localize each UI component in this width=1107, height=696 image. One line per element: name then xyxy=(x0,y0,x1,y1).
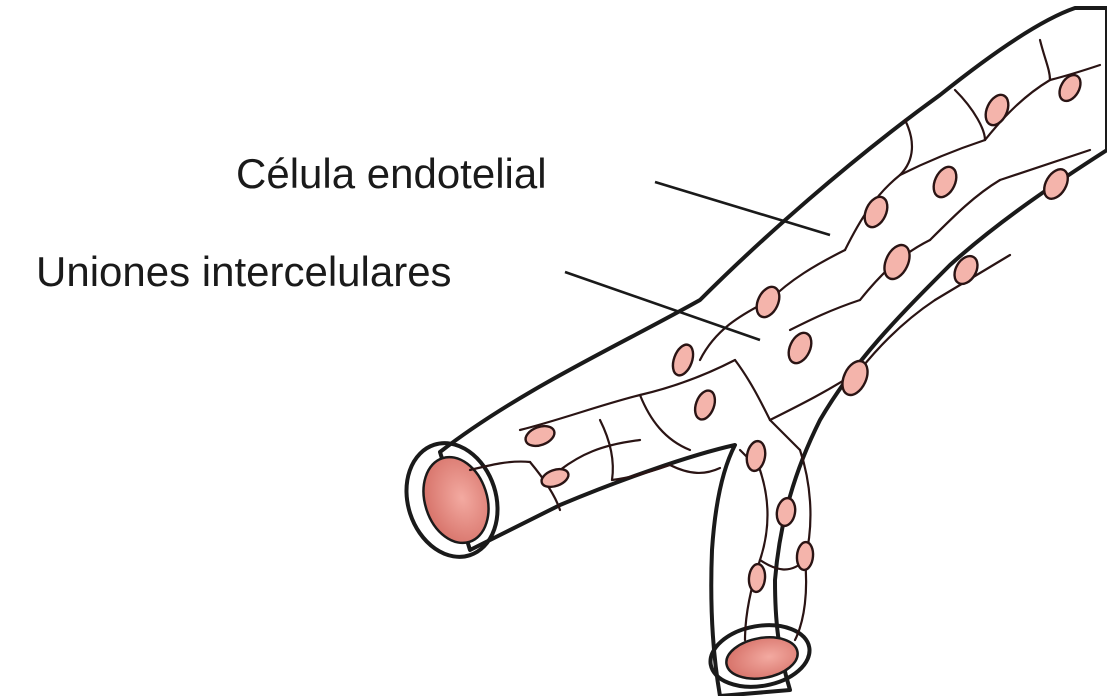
nucleus xyxy=(837,357,872,399)
nucleus xyxy=(523,422,557,449)
lower-lumen-opening xyxy=(706,618,815,694)
nucleus xyxy=(784,329,816,366)
label-intercellular-junctions: Uniones intercelulares xyxy=(36,248,452,295)
nucleus xyxy=(745,440,768,473)
nucleus xyxy=(1039,165,1072,203)
nucleus xyxy=(775,497,798,528)
nucleus xyxy=(860,193,892,230)
nucleus xyxy=(539,466,571,491)
label-endothelial-cell: Célula endotelial xyxy=(236,150,547,197)
leader-intercellular-junctions xyxy=(565,272,760,340)
nucleus xyxy=(691,388,718,422)
nucleus xyxy=(929,163,961,200)
endothelial-nuclei xyxy=(523,71,1085,592)
leader-endothelial-cell xyxy=(655,182,830,235)
nucleus xyxy=(748,563,766,592)
intercellular-junctions xyxy=(470,40,1100,640)
nucleus xyxy=(796,541,814,570)
nucleus xyxy=(879,241,914,283)
nucleus xyxy=(669,342,697,378)
nucleus xyxy=(981,91,1013,128)
nucleus xyxy=(752,283,784,320)
left-lumen-opening xyxy=(392,431,512,569)
nucleus xyxy=(950,252,982,288)
